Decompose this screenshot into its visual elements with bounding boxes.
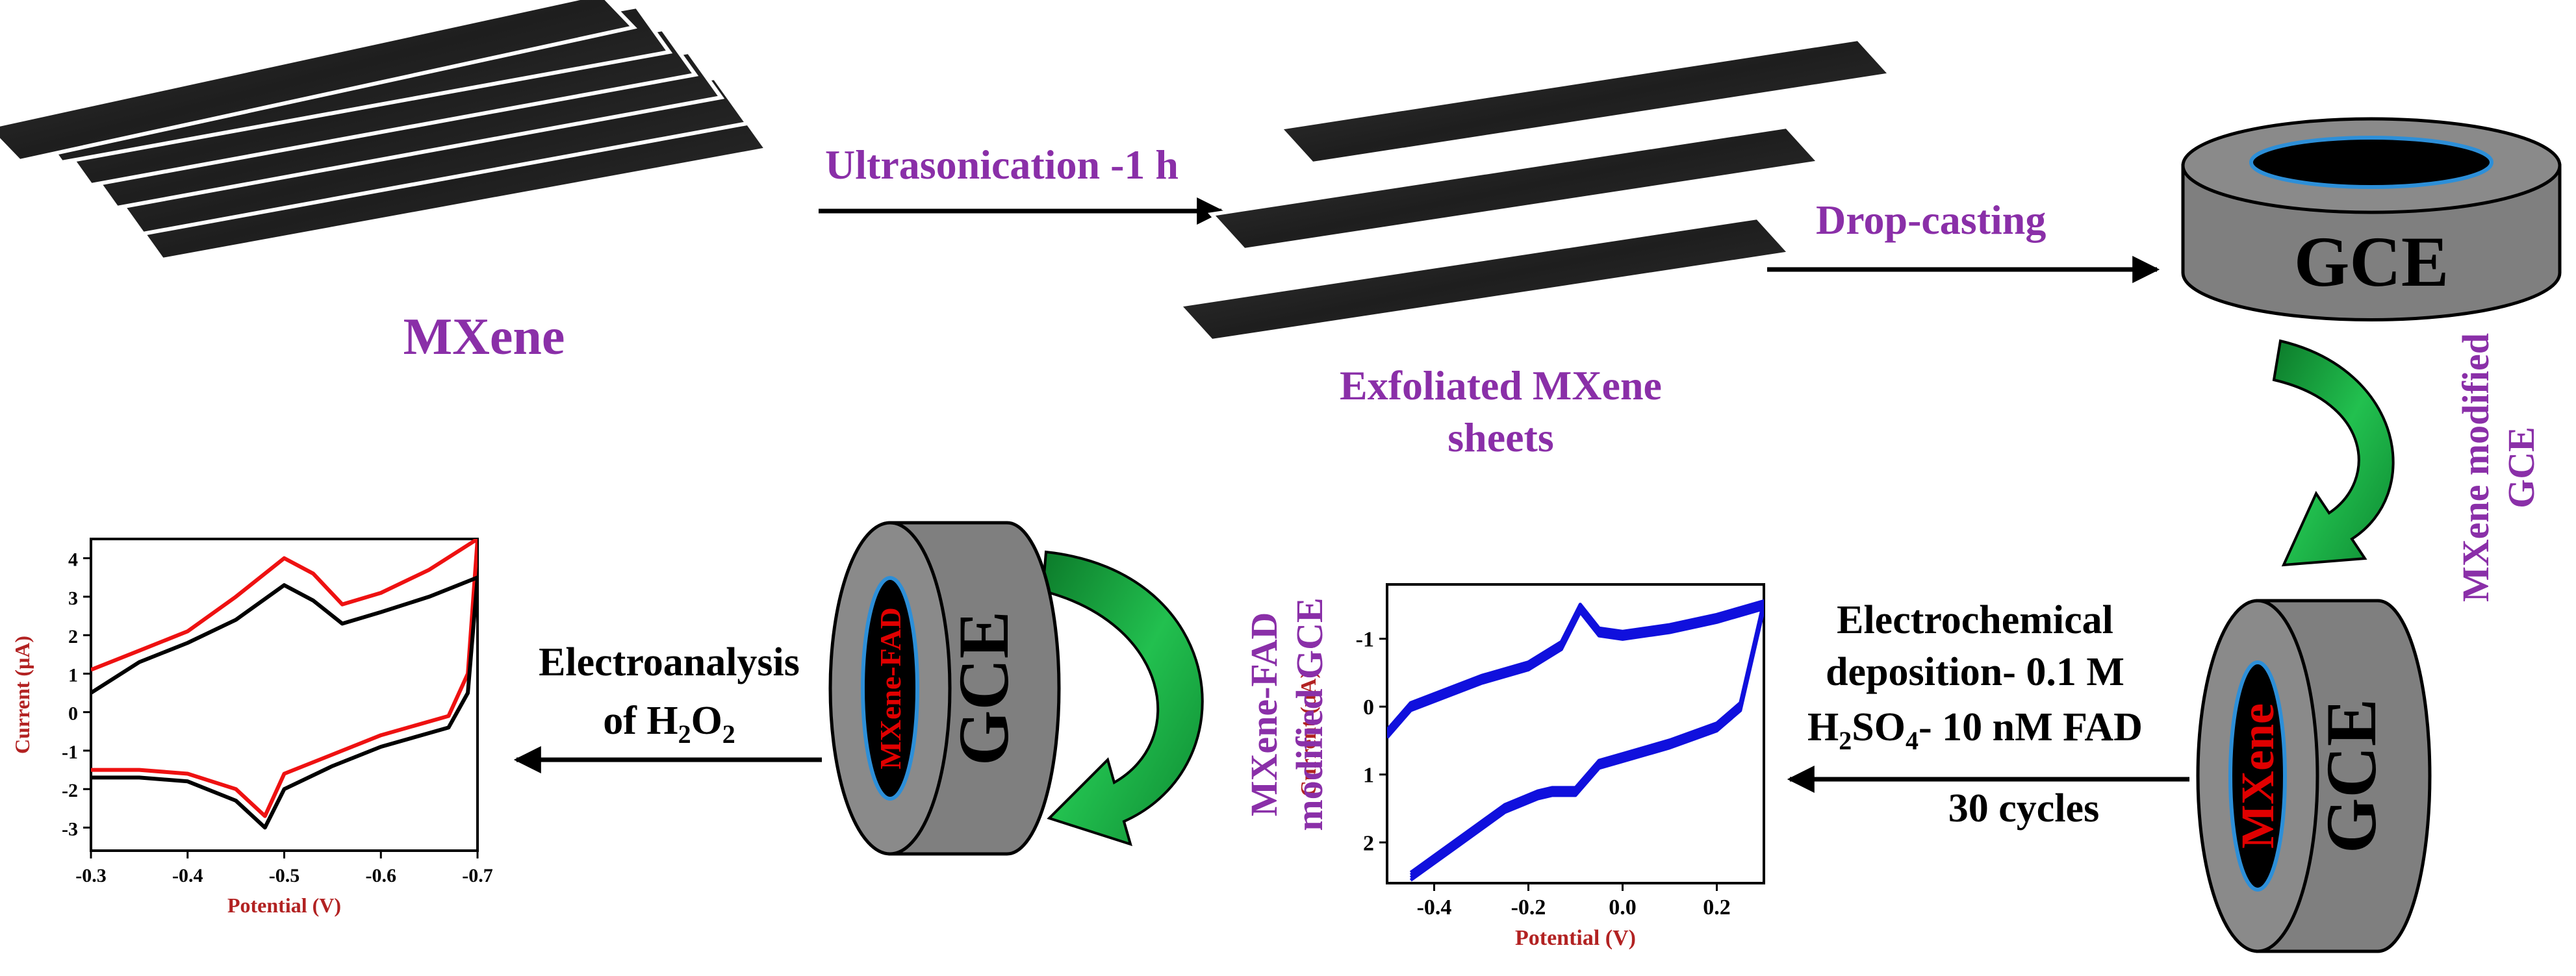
x-tick-label: -0.7 xyxy=(462,865,493,886)
mxene-fad-modified-line2: modified GCE xyxy=(1288,597,1331,831)
y-axis-label: Current (μA) xyxy=(1297,671,1321,796)
gce-electrode-mxene-fad: MXene-FAD GCE xyxy=(828,521,1061,856)
deposition-line1: Electrochemical xyxy=(1837,598,2113,642)
y-axis-label: Current (μA) xyxy=(10,636,34,754)
exfoliated-label-line1: Exfoliated MXene xyxy=(1340,362,1662,408)
gce-disk-top xyxy=(2249,136,2493,189)
exfoliated-sheets xyxy=(1175,36,1894,344)
chart-frame xyxy=(90,538,479,852)
cv-series-line-1 xyxy=(91,575,478,830)
exfoliated-sheet-1 xyxy=(1276,36,1894,166)
y-tick-label: 1 xyxy=(68,664,78,686)
deposition-line4: 30 cycles xyxy=(1948,786,2099,831)
electrode-mxene-label: MXene xyxy=(2232,703,2284,849)
exfoliated-sheet-2 xyxy=(1208,124,1823,253)
gce-disk-mxene-fad xyxy=(861,576,919,801)
x-tick-label: -0.4 xyxy=(1417,895,1452,920)
green-arrow-right xyxy=(2272,339,2395,567)
electroanalysis-line2: of H2O2 xyxy=(603,699,735,749)
y-tick-label: -1 xyxy=(1356,628,1374,652)
y-tick-label: -3 xyxy=(62,818,78,840)
electrode-mxene-fad-label: MXene-FAD xyxy=(874,607,907,770)
green-arrow-middle xyxy=(1041,550,1204,847)
y-tick-label: 2 xyxy=(1363,831,1374,855)
y-tick-label: 2 xyxy=(68,626,78,647)
deposition-line3: H2SO4- 10 nM FAD xyxy=(1807,705,2143,755)
cv-chart-electroanalysis: -0.3 -0.4 -0.5 -0.6 -0.7 4 3 2 1 0 -1 -2 -3Potential… xyxy=(10,538,493,917)
deposition-line2: deposition- 0.1 M xyxy=(1826,650,2124,694)
gce-label-mxene: GCE xyxy=(2312,699,2391,853)
y-tick-label: 0 xyxy=(68,703,78,725)
gce-electrode-bare: GCE xyxy=(2181,117,2562,321)
y-tick-label: -2 xyxy=(62,780,78,801)
x-tick-label: 0.2 xyxy=(1703,895,1731,920)
drop-casting-label: Drop-casting xyxy=(1816,197,2046,243)
mxene-modified-label-line1: MXene modified xyxy=(2455,333,2497,602)
gce-electrode-mxene: MXene GCE xyxy=(2196,599,2432,953)
gce-label-top: GCE xyxy=(2294,222,2449,301)
x-tick-label: -0.3 xyxy=(75,865,107,886)
mxene-sheet-1 xyxy=(0,0,637,164)
mxene-stack xyxy=(0,0,771,262)
x-tick-label: -0.2 xyxy=(1511,895,1546,920)
x-axis-label: Potential (V) xyxy=(1515,926,1636,950)
cv-series-line-0 xyxy=(91,539,478,818)
electroanalysis-line1: Electroanalysis xyxy=(539,640,800,684)
y-tick-label: 4 xyxy=(68,549,78,571)
exfoliated-label-line2: sheets xyxy=(1447,414,1554,460)
cv-series-line-0 xyxy=(1387,607,1764,882)
x-axis-label: Potential (V) xyxy=(227,894,341,917)
mxene-modified-label-line2: GCE xyxy=(2500,427,2542,508)
x-tick-label: -0.6 xyxy=(366,865,397,886)
mxene-label: MXene xyxy=(403,308,565,366)
x-tick-label: -0.4 xyxy=(172,865,203,886)
y-tick-label: 0 xyxy=(1363,695,1374,719)
mxene-fad-modified-line1: MXene-FAD xyxy=(1243,612,1285,817)
ultrasonication-label: Ultrasonication -1 h xyxy=(825,142,1179,188)
y-tick-label: -1 xyxy=(62,742,78,763)
x-tick-label: -0.5 xyxy=(269,865,300,886)
gce-label-mxene-fad: GCE xyxy=(944,611,1023,766)
y-tick-label: 3 xyxy=(68,588,78,609)
x-tick-label: 0.0 xyxy=(1609,895,1637,920)
y-tick-label: 1 xyxy=(1363,764,1374,788)
gce-disk-mxene xyxy=(2228,660,2287,892)
exfoliated-sheet-3 xyxy=(1175,215,1794,344)
